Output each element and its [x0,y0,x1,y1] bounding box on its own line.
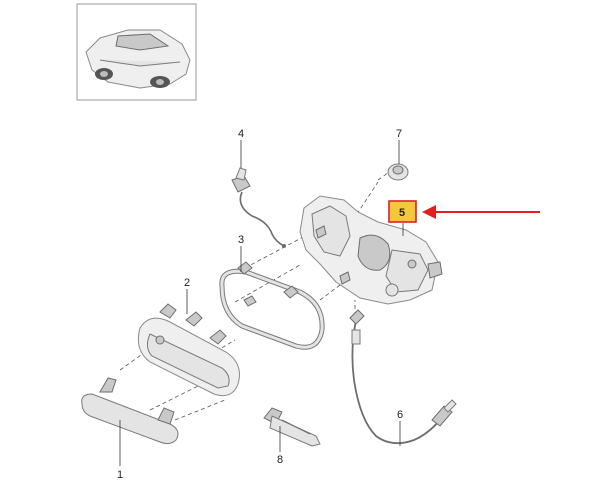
callout-5: 5 [399,207,405,219]
callout-8[interactable]: 8 [277,454,283,466]
leader-lines [119,140,404,466]
part-6-bowden-cable[interactable] [349,309,457,445]
highlight-box [388,200,417,223]
car-icon [85,29,191,89]
callout-7[interactable]: 7 [396,128,402,140]
part-2-door-handle[interactable] [137,303,240,397]
part-1-handle-cover[interactable] [81,377,179,445]
callout-2[interactable]: 2 [184,277,190,289]
callout-6[interactable]: 6 [397,409,403,421]
callout-5-highlight[interactable]: 5 [388,200,417,223]
vehicle-thumbnail[interactable] [76,3,197,101]
callout-3[interactable]: 3 [238,234,244,246]
part-4-microswitch[interactable] [231,167,286,248]
part-3-seal-gasket[interactable] [219,261,325,350]
callout-4[interactable]: 4 [238,128,244,140]
red-pointer-arrow-icon [422,205,540,219]
callout-1[interactable]: 1 [117,469,123,481]
part-5-handle-carrier[interactable] [299,195,443,305]
part-8-key-insert[interactable] [263,407,321,447]
part-7-grommet[interactable] [387,163,409,181]
